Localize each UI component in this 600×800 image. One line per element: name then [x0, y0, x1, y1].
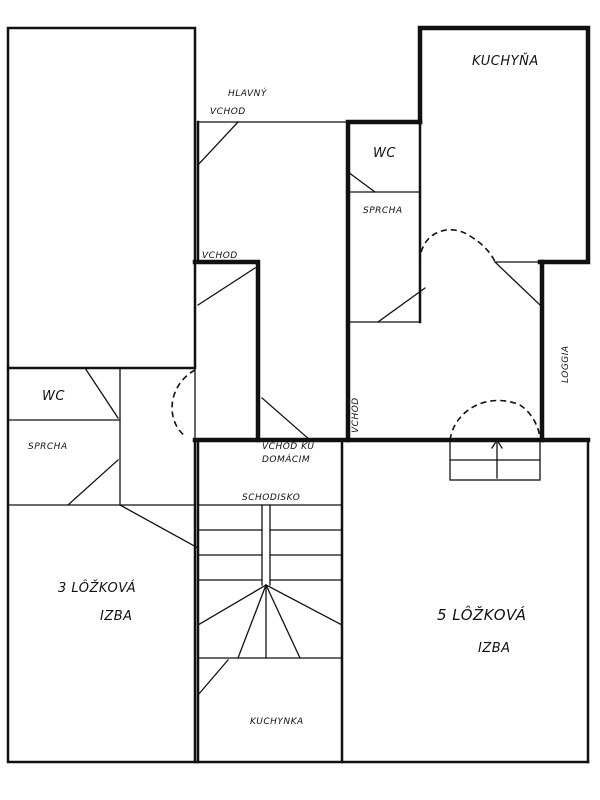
- label-entrance-vertical: VCHOD: [351, 397, 361, 433]
- door-shower-right: [377, 287, 426, 323]
- dashed-arcs: [171, 228, 541, 441]
- label-wc-left: WC: [42, 389, 65, 404]
- arc-entrance-hall: [171, 369, 196, 437]
- label-room3-1: 3 LÔŽKOVÁ: [58, 580, 136, 596]
- label-main-entrance-1: HLAVNÝ: [228, 87, 268, 99]
- stair-winder-2: [237, 584, 267, 659]
- arc-loggia-exit: [449, 399, 541, 441]
- door-hall: [261, 397, 311, 441]
- label-main-entrance-2: VCHOD: [210, 107, 246, 117]
- room-labels: KUCHYŇA HLAVNÝ VCHOD WC SPRCHA VCHOD LOG…: [28, 53, 571, 727]
- door-shower-left: [67, 459, 119, 506]
- door-kitchenette: [197, 659, 229, 696]
- door-loggia: [494, 261, 541, 306]
- arc-kitchen: [419, 228, 496, 263]
- entry-steps: [449, 438, 541, 481]
- label-entrance-home-1: VCHOD KU: [262, 442, 314, 452]
- stair-winder-5: [265, 584, 343, 626]
- door-swings: [67, 121, 541, 696]
- door-wc-left: [84, 367, 119, 419]
- wall-central-left: [345, 119, 423, 443]
- label-room5-1: 5 LÔŽKOVÁ: [437, 605, 527, 624]
- door-wc-right: [347, 171, 376, 193]
- label-kitchenette: KUCHYNKA: [250, 717, 304, 727]
- label-loggia: LOGGIA: [561, 345, 571, 383]
- label-shower-right: SPRCHA: [363, 206, 403, 216]
- stair-winder-1: [197, 584, 267, 626]
- label-shower-left: SPRCHA: [28, 442, 68, 452]
- wall-left-lower: [6, 366, 197, 764]
- step-arrow-head: [491, 438, 503, 449]
- wall-entrance-mid: [192, 259, 261, 443]
- label-room3-2: IZBA: [100, 609, 133, 624]
- label-staircase: SCHODISKO: [242, 493, 300, 503]
- door-entrance-mid: [197, 267, 256, 306]
- staircase: [197, 504, 343, 659]
- label-wc-right: WC: [373, 146, 396, 161]
- label-room5-2: IZBA: [478, 641, 511, 656]
- label-kitchen-top: KUCHYŇA: [472, 53, 539, 69]
- stair-winder-4: [265, 584, 301, 659]
- wall-top-left-block: [6, 26, 197, 370]
- label-entrance-mid: VCHOD: [202, 251, 238, 261]
- label-entrance-home-2: DOMÁCIM: [262, 453, 310, 465]
- wall-kitchen-top: [417, 25, 591, 265]
- door-room3: [119, 504, 199, 549]
- door-main-entrance: [197, 121, 239, 166]
